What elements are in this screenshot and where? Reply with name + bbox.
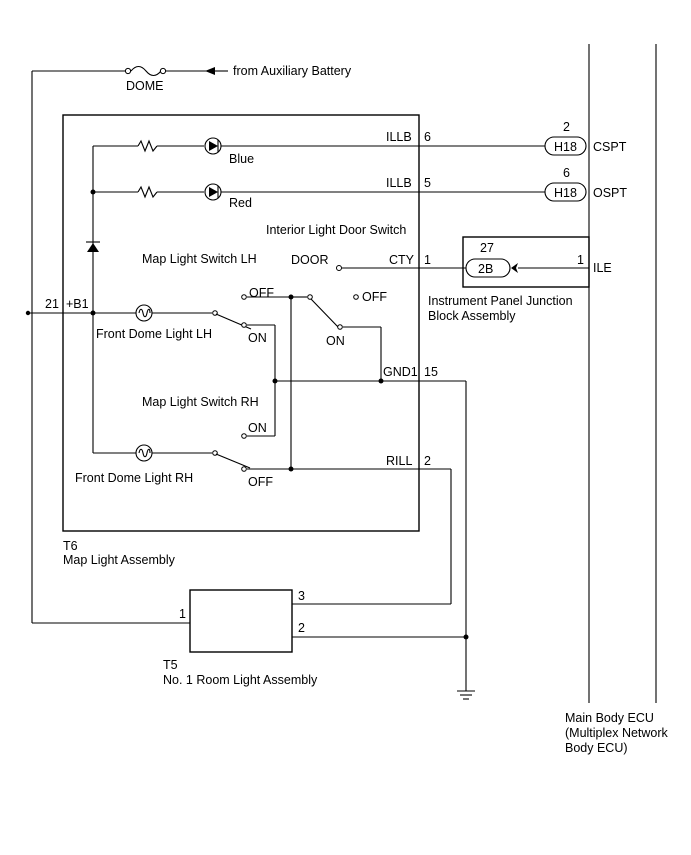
- door-off-label: OFF: [362, 290, 387, 304]
- pin-6-label: 6: [424, 130, 431, 144]
- red-led-circuit: [93, 183, 545, 201]
- dome-fuse-circuit: [31, 65, 228, 624]
- illb-top-label: ILLB: [386, 130, 412, 144]
- arrow-left-icon: [205, 67, 215, 75]
- room-light-assembly-label: No. 1 Room Light Assembly: [163, 673, 318, 687]
- t5-pin-1-label: 1: [179, 607, 186, 621]
- connector-2b-label: 2B: [478, 262, 493, 276]
- door-on-label: ON: [326, 334, 345, 348]
- arrow-left-icon: [511, 263, 518, 273]
- pin-15-label: 15: [424, 365, 438, 379]
- rh-off-label: OFF: [248, 475, 273, 489]
- front-dome-rh-label: Front Dome Light RH: [75, 471, 193, 485]
- illb-bottom-label: ILLB: [386, 176, 412, 190]
- fuse-dome-label: DOME: [126, 79, 164, 93]
- diode-icon: [87, 243, 99, 252]
- ipjb-label-2: Block Assembly: [428, 309, 516, 323]
- cspt-label: CSPT: [593, 140, 627, 154]
- cty-label: CTY: [389, 253, 415, 267]
- map-light-assembly-box: [62, 114, 420, 532]
- ile-label: ILE: [593, 261, 612, 275]
- map-switch-rh-label: Map Light Switch RH: [142, 395, 259, 409]
- pin-21-label: 21: [45, 297, 59, 311]
- front-dome-lh-label: Front Dome Light LH: [96, 327, 212, 341]
- pin-6-top-label: 6: [563, 166, 570, 180]
- t6-label: T6: [63, 539, 78, 553]
- blue-label: Blue: [229, 152, 254, 166]
- lh-on-label: ON: [248, 331, 267, 345]
- ground-icon: [457, 690, 475, 700]
- door-label: DOOR: [291, 253, 329, 267]
- pin-2-label: 2: [424, 454, 431, 468]
- t5-pin-2-label: 2: [298, 621, 305, 635]
- ospt-label: OSPT: [593, 186, 627, 200]
- pin-5-label: 5: [424, 176, 431, 190]
- ecu-label-1: Main Body ECU: [565, 711, 654, 725]
- room-light-assembly-box: [189, 589, 293, 653]
- map-switch-lh-label: Map Light Switch LH: [142, 252, 257, 266]
- connector-h18-label-1: H18: [554, 140, 577, 154]
- main-body-ecu: [588, 44, 657, 703]
- connector-h18-cspt: [544, 136, 587, 156]
- blue-led-circuit: [93, 137, 545, 155]
- lh-off-label: OFF: [249, 286, 274, 300]
- instrument-panel-junction-block: [462, 236, 590, 288]
- rill-label: RILL: [386, 454, 412, 468]
- front-dome-light-rh: [93, 444, 251, 469]
- t5-pin-3-label: 3: [298, 589, 305, 603]
- ecu-label-2: (Multiplex Network: [565, 726, 669, 740]
- pin-1-ecu-label: 1: [577, 253, 584, 267]
- b1-label: +B1: [66, 297, 89, 311]
- gnd1-label: GND1: [383, 365, 418, 379]
- connector-h18-label-2: H18: [554, 186, 577, 200]
- connector-2b: [465, 258, 511, 278]
- connector-h18-ospt: [544, 182, 587, 202]
- rh-on-label: ON: [248, 421, 267, 435]
- map-light-assembly-label: Map Light Assembly: [63, 553, 176, 567]
- from-aux-battery-label: from Auxiliary Battery: [233, 64, 352, 78]
- ecu-label-3: Body ECU): [565, 741, 628, 755]
- red-label: Red: [229, 196, 252, 210]
- pin-2-top-label: 2: [563, 120, 570, 134]
- pin-1-label: 1: [424, 253, 431, 267]
- t5-label: T5: [163, 658, 178, 672]
- pin-27-label: 27: [480, 241, 494, 255]
- front-dome-light-lh: [93, 304, 252, 330]
- ipjb-label-1: Instrument Panel Junction: [428, 294, 573, 308]
- interior-door-switch-label: Interior Light Door Switch: [266, 223, 406, 237]
